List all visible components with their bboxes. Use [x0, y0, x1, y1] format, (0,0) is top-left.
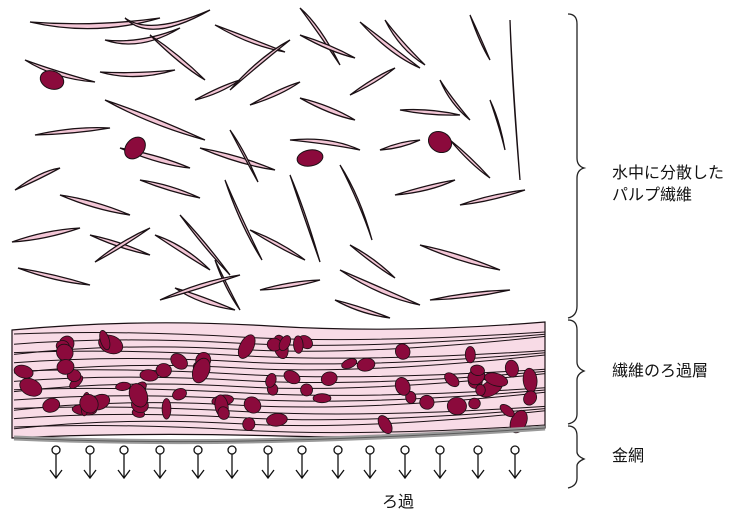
fiber-strand [100, 70, 175, 77]
brackets [568, 14, 584, 488]
fiber-strand [215, 260, 240, 310]
label-dispersed-fibers-line1: 水中に分散した [612, 162, 724, 184]
fiber-strand [230, 40, 290, 90]
layer-particle [313, 394, 331, 403]
bracket-layer [568, 320, 584, 424]
fiber-strand [510, 20, 520, 180]
filtrate-arrow-icon [226, 446, 238, 478]
fiber-strand [340, 165, 372, 240]
bracket-fibers [568, 14, 584, 318]
filtrate-arrow-icon [154, 446, 166, 478]
fiber-strand [95, 228, 150, 262]
fiber-strand [340, 270, 420, 305]
fiber-strand [470, 15, 490, 60]
layer-particle [475, 384, 485, 396]
fiber-strand [125, 10, 210, 29]
label-dispersed-fibers-line2: パルプ繊維 [612, 184, 724, 206]
fiber-strand [400, 110, 460, 116]
dispersed-particles [38, 67, 456, 168]
filtrate-arrow-icon [118, 446, 130, 478]
fiber-strand [350, 68, 395, 95]
dark-particle [120, 133, 149, 163]
dispersed-pulp-fibers [12, 8, 525, 318]
label-dispersed-fibers: 水中に分散した パルプ繊維 [612, 162, 724, 206]
fiber-strand [250, 230, 305, 260]
fiber-strand [300, 35, 355, 58]
fiber-strand [225, 180, 262, 260]
fiber-strand [395, 180, 455, 195]
filtrate-arrow-icon [50, 446, 62, 478]
label-filtration-layer: 繊維のろ過層 [612, 360, 708, 382]
layer-particle [162, 399, 171, 420]
fiber-strand [215, 25, 285, 52]
bracket-mesh [568, 426, 584, 488]
filtrate-arrow-icon [509, 446, 521, 478]
fiber-strand [460, 190, 525, 205]
filtrate-arrow-icon [434, 446, 446, 478]
fiber-strand [140, 180, 200, 198]
label-wire-mesh: 金網 [612, 445, 644, 467]
filtrate-arrow-icon [399, 446, 411, 478]
fiber-strand [200, 148, 275, 170]
fiber-strand [490, 100, 505, 150]
dark-particle [425, 127, 456, 156]
label-filtration: ろ過 [382, 491, 414, 513]
filtrate-arrow-icon [84, 446, 96, 478]
filtration-layer [12, 322, 545, 438]
dark-particle [38, 67, 67, 92]
fiber-strand [195, 80, 240, 100]
filtrate-arrow-icon [332, 446, 344, 478]
fiber-strand [430, 290, 510, 300]
filtrate-arrow-icon [364, 446, 376, 478]
fiber-strand [15, 168, 60, 190]
fiber-strand [300, 98, 355, 120]
fiber-strand [35, 128, 110, 135]
fiber-strand [450, 140, 490, 178]
fiber-strand [105, 100, 205, 140]
filtrate-arrow-icon [262, 446, 274, 478]
filtrate-arrow-icon [472, 446, 484, 478]
fiber-strand [380, 140, 420, 150]
fiber-strand [260, 280, 320, 290]
dark-particle [296, 148, 324, 168]
fiber-strand [350, 245, 395, 278]
fiber-strand [105, 28, 180, 44]
filtrate-arrow-icon [192, 446, 204, 478]
layer-particle [465, 346, 475, 363]
fiber-strand [290, 175, 320, 262]
fiber-strand [60, 195, 130, 215]
filtrate-arrow-icon [296, 446, 308, 478]
fiber-strand [12, 228, 80, 242]
fiber-strand [335, 300, 390, 318]
fiber-strand [290, 139, 360, 150]
fiber-strand [420, 245, 500, 270]
layer-particle [156, 363, 172, 377]
fiber-strand [18, 268, 90, 285]
fiber-strand [250, 82, 300, 105]
filtrate-arrows [50, 446, 521, 478]
